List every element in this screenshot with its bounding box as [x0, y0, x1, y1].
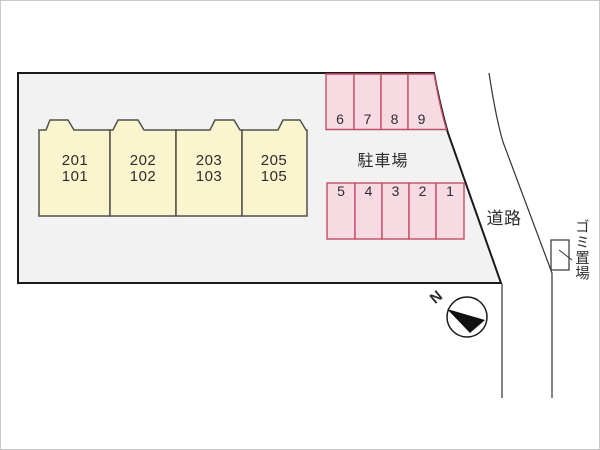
parking-lot-label: 駐車場 [357, 153, 409, 170]
parking-space [381, 182, 410, 240]
building-unit-label: 202 102 [103, 153, 183, 185]
parking-space-number: 5 [337, 183, 345, 199]
parking-space-number: 3 [391, 183, 400, 199]
parking-row-bottom [326, 182, 465, 240]
parking-space [407, 73, 448, 131]
unit-number-upper: 205 [260, 152, 288, 169]
unit-number-upper: 202 [129, 152, 157, 169]
parking-space [435, 182, 465, 240]
garbage-area-label: ゴミ置場 [573, 219, 589, 281]
garbage-area-box [550, 239, 570, 271]
building-block [38, 119, 308, 217]
parking-space-number: 6 [336, 111, 344, 127]
unit-number-upper: 203 [195, 152, 223, 169]
road-right-edge [488, 72, 553, 398]
parking-space-number: 8 [390, 111, 399, 127]
garbage-leader-line [558, 249, 573, 261]
unit-number-upper: 201 [61, 152, 89, 169]
building-unit-outline [241, 119, 308, 217]
unit-number-lower: 105 [260, 168, 288, 185]
parking-space [408, 182, 437, 240]
parking-space-number: 9 [417, 111, 426, 127]
unit-number-lower: 102 [129, 168, 157, 185]
building-unit-label: 203 103 [169, 153, 249, 185]
parking-space-number: 7 [363, 111, 372, 127]
road-label: 道路 [486, 209, 522, 228]
parking-space-number: 4 [364, 183, 373, 199]
parking-space [326, 182, 356, 240]
compass-needle-icon [447, 309, 485, 333]
building-unit-label: 201 101 [35, 153, 115, 185]
parking-space-number: 1 [446, 183, 454, 199]
building-unit-label: 205 105 [234, 153, 314, 185]
unit-number-lower: 103 [195, 168, 223, 185]
parking-space-number: 2 [418, 183, 427, 199]
unit-number-lower: 101 [61, 168, 89, 185]
parking-row-top [325, 73, 448, 131]
